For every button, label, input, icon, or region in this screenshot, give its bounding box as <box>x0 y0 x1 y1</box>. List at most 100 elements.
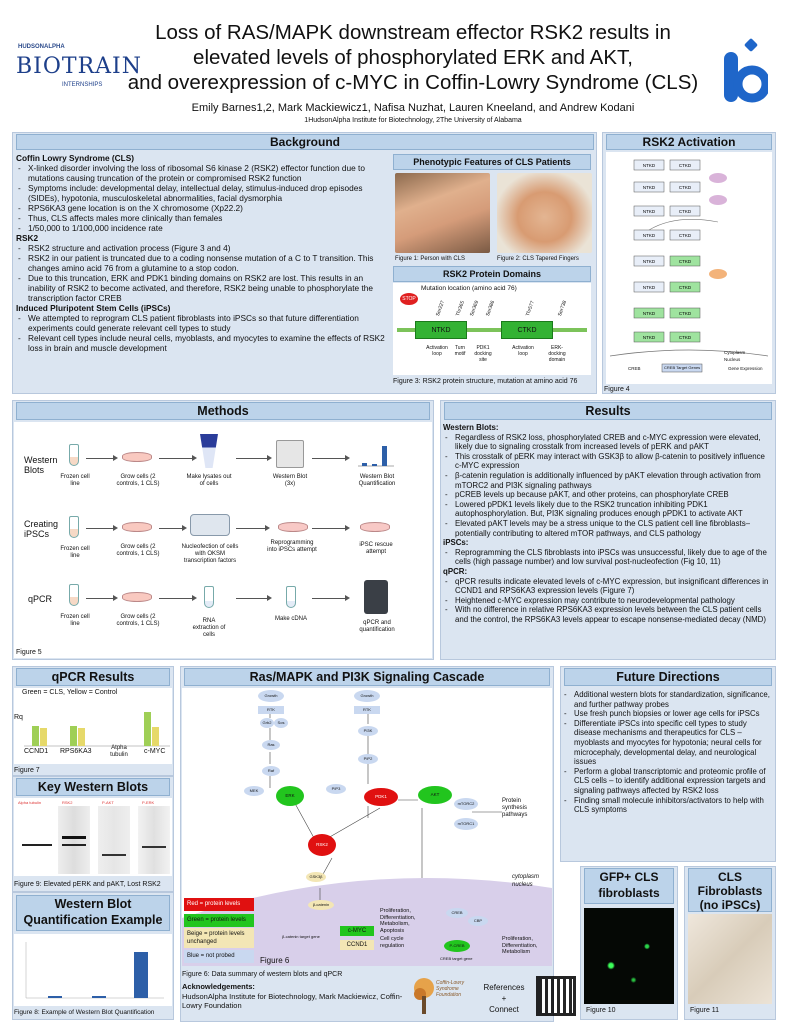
figure-9-caption: Figure 9: Elevated pERK and pAKT, Lost R… <box>14 881 161 888</box>
cascade-node-rsk2: RSK2 <box>308 834 336 856</box>
svg-text:CTKD: CTKD <box>679 233 692 238</box>
cls-item: RPS6KA3 gene location is on the X chromo… <box>16 203 388 213</box>
authors: Emily Barnes1,2, Mark Mackiewicz1, Nafis… <box>191 102 635 114</box>
figure-10-caption: Figure 10 <box>586 1007 616 1014</box>
background-heading: Background <box>16 134 594 150</box>
ctkd-label: CTKD <box>517 327 537 334</box>
svg-text:NTKD: NTKD <box>643 185 656 190</box>
blot-label-pakt: P-AKT <box>102 800 114 805</box>
rsk2-activation-heading: RSK2 Activation <box>606 134 772 150</box>
nucleus-label: Nucleus <box>724 357 741 362</box>
qr-code[interactable] <box>536 976 576 1016</box>
results-text: Western Blots: Regardless of RSK2 loss, … <box>443 423 773 624</box>
frozen-tube-icon <box>69 516 79 538</box>
future-list: Additional western blots for standardiza… <box>562 690 774 815</box>
node-label: ERK <box>285 793 295 798</box>
protein-synthesis-label: Protein synthesis pathways <box>502 798 528 818</box>
cascade-node-gsk3b: GSK3β <box>306 872 326 882</box>
cls-fibroblasts-image <box>688 914 772 1004</box>
flow-arrow <box>312 525 350 531</box>
node-label: RTK <box>267 707 275 712</box>
results-wb-heading: Western Blots: <box>443 423 499 432</box>
results-ipsc-heading: iPSCs: <box>443 538 469 548</box>
step-label: Nucleofection of cells with OKSM transcr… <box>181 544 239 564</box>
svg-text:NTKD: NTKD <box>643 209 656 214</box>
cell-cycle-label: Cell cycle regulation <box>380 936 405 949</box>
results-qpcr-list: qPCR results indicate elevated levels of… <box>443 577 773 625</box>
domain-note: Activation loop <box>426 345 448 357</box>
affiliations: 1HudsonAlpha Institute for Biotechnology… <box>304 117 522 124</box>
cascade-node-ccnd1: CCND1 <box>340 940 374 950</box>
cascade-node-grb2: Grb2 <box>260 718 274 728</box>
svg-text:CTKD: CTKD <box>679 335 692 340</box>
ntkd-domain: NTKD <box>415 321 467 339</box>
svg-text:NTKD: NTKD <box>643 259 656 264</box>
qpcr-legend: Green = CLS, Yellow = Control <box>22 689 118 696</box>
mutation-location-label: Mutation location (amino acid 76) <box>421 285 517 292</box>
quant-heading: Western Blot Quantification Example <box>16 895 170 931</box>
node-label: Sos <box>277 720 285 725</box>
figure-8-caption: Figure 8: Example of Western Blot Quanti… <box>14 1009 155 1016</box>
qpcr-x-label: c-MYC <box>144 748 166 755</box>
domain-note: Turn motif <box>454 345 466 357</box>
node-label: RTK <box>363 707 371 712</box>
foundation-logo-text: Coffin-Lowry Syndrome Foundation <box>436 980 465 998</box>
svg-text:NTKD: NTKD <box>643 335 656 340</box>
figure-6-inset-label: Figure 6 <box>260 956 290 965</box>
cascade-node-akt: AKT <box>418 786 452 804</box>
ctkd-domain: CTKD <box>501 321 553 339</box>
site-label: Ser227 <box>435 299 447 318</box>
results-heading: Results <box>444 402 772 420</box>
cascade-node-sos: Sos <box>274 718 288 728</box>
nucleus-label: nucleus <box>512 882 533 888</box>
flow-arrow <box>312 455 350 461</box>
flow-arrow <box>86 455 118 461</box>
cascade-node-rtk-2: RTK <box>354 706 380 714</box>
quant-bar-icon <box>358 446 394 467</box>
site-label: Ser738 <box>557 299 569 318</box>
hudsonalpha-a-logo <box>724 38 768 103</box>
node-label: Grb2 <box>262 720 272 725</box>
poster-title: Loss of RAS/MAPK downstream effector RSK… <box>108 20 718 95</box>
step-label: Frozen cell line <box>60 474 90 487</box>
patient-face-photo <box>395 173 490 253</box>
svg-text:CTKD: CTKD <box>679 185 692 190</box>
results-item: Regardless of RSK2 loss, phosphorylated … <box>443 433 773 452</box>
frozen-tube-icon <box>69 584 79 606</box>
protein-backbone <box>397 328 587 332</box>
cdna-tube-icon <box>286 586 296 608</box>
nucleofector-icon <box>190 514 230 536</box>
activation-steps-svg: NTKD CTKD NTKD CTKD NTKD CTKD NTKD CTKD … <box>609 159 769 373</box>
protein-domain-diagram: Mutation location (amino acid 76) STOP N… <box>393 283 591 375</box>
cls-item: X-linked disorder involving the loss of … <box>16 163 388 183</box>
cascade-node-erk: ERK <box>276 786 304 806</box>
methods-heading: Methods <box>16 402 430 420</box>
creb-label: CREB <box>628 366 641 371</box>
rsk2-heading: RSK2 <box>16 233 39 243</box>
legend-red: Red = protein levels down <box>184 898 254 919</box>
results-item: β-catenin regulation is additionally inf… <box>443 471 773 490</box>
stop-marker: STOP <box>400 293 418 305</box>
legend-beige: Beige = protein levels unchanged <box>184 928 254 948</box>
cascade-node-creb: CREB <box>446 908 468 918</box>
creb-target-genes-label: CREB Target Genes <box>664 365 701 370</box>
title-line-1: Loss of RAS/MAPK downstream effector RSK… <box>155 21 671 44</box>
quant-bar <box>134 952 148 998</box>
prolif-label-1: Proliferation, Differentiation, Metaboli… <box>380 908 416 934</box>
cascade-node-cmyc: c-MYC <box>340 926 374 936</box>
qpcr-x-label: RPS6KA3 <box>60 748 92 755</box>
blot-band <box>22 844 52 846</box>
qpcr-bar <box>152 727 159 746</box>
coffin-lowry-foundation-logo: Coffin-Lowry Syndrome Foundation <box>412 976 472 1018</box>
cell-dish-icon <box>122 592 152 602</box>
svg-text:CTKD: CTKD <box>679 285 692 290</box>
rsk2-item: RSK2 in our patient is truncated due to … <box>16 253 388 273</box>
site-label: Thr577 <box>525 300 537 318</box>
gene-expression-label: Gene Expression <box>728 366 763 371</box>
ipsc-heading: Induced Pluripotent Stem Cells (iPSCs) <box>16 303 171 313</box>
cascade-node-raf: Raf <box>262 766 280 776</box>
cell-dish-icon <box>122 452 152 462</box>
site-label: Ser386 <box>485 299 497 318</box>
domain-note: Activation loop <box>512 345 534 357</box>
domain-note: PDK1 docking site <box>474 345 492 363</box>
